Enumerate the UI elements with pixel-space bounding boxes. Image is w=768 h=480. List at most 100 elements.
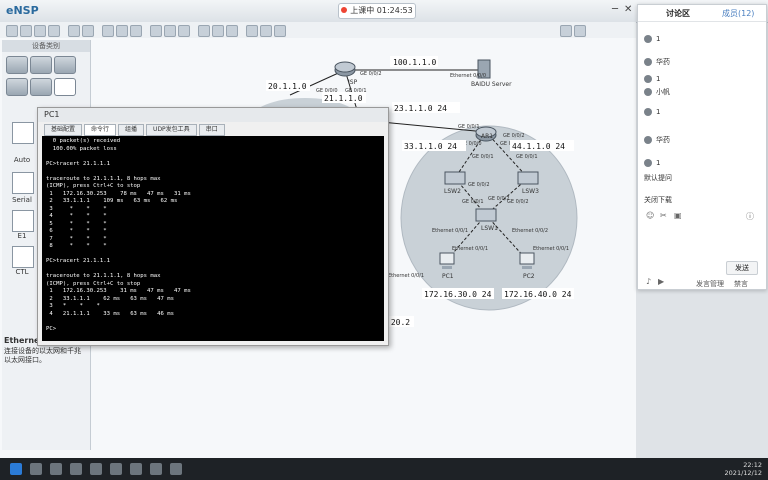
microphone-icon[interactable]: ♪ xyxy=(646,277,652,286)
cable-category-icon[interactable] xyxy=(54,78,76,96)
new-icon[interactable] xyxy=(6,25,18,37)
cloud-category-icon[interactable] xyxy=(30,78,52,96)
ctl-cable-icon[interactable] xyxy=(12,246,34,268)
select-icon[interactable] xyxy=(102,25,114,37)
isp-g002-port: GE 0/0/2 xyxy=(360,71,382,77)
tab-basic-config[interactable]: 基础配置 xyxy=(44,124,83,136)
isp-g000-port: GE 0/0/0 xyxy=(316,88,338,94)
app-logo: eNSP xyxy=(6,4,39,17)
chat-manage-link[interactable]: 发言管理 xyxy=(696,280,724,288)
ethernet-description: 连接设备的以太网和千兆以太网接口。 xyxy=(4,347,81,364)
app-icon[interactable] xyxy=(150,463,162,475)
emoji-icon[interactable]: ☺ xyxy=(646,211,655,220)
ip-bg-isp-left xyxy=(266,80,310,91)
console-area[interactable]: 0 packet(s) received 100.00% packet loss… xyxy=(42,136,384,341)
ip-bg-pc2-net xyxy=(502,288,574,299)
e1-cable-icon[interactable] xyxy=(12,210,34,232)
text-icon[interactable] xyxy=(150,25,162,37)
redo-icon[interactable] xyxy=(82,25,94,37)
save-icon[interactable] xyxy=(34,25,46,37)
ar1-router-icon xyxy=(475,126,497,142)
hand-icon[interactable] xyxy=(116,25,128,37)
minimize-icon[interactable]: ─ xyxy=(612,4,619,15)
browser-icon[interactable] xyxy=(70,463,82,475)
chat-text: 关闭下载 xyxy=(644,196,672,204)
tab-udp-tool[interactable]: UDP发包工具 xyxy=(146,124,197,136)
router-category-icon[interactable] xyxy=(6,56,28,74)
pc-category-icon[interactable] xyxy=(6,78,28,96)
ellipse-icon[interactable] xyxy=(178,25,190,37)
chat-text: 默认提问 xyxy=(644,174,672,182)
task-view-icon[interactable] xyxy=(50,463,62,475)
info-icon[interactable]: ⓘ xyxy=(746,212,754,221)
auto-label: Auto xyxy=(13,156,31,164)
start-icon[interactable] xyxy=(198,25,210,37)
help-icon[interactable] xyxy=(274,25,286,37)
avatar xyxy=(644,35,652,43)
start-menu-icon[interactable] xyxy=(10,463,22,475)
isp-g001-port: GE 0/0/1 xyxy=(345,88,367,94)
switch-category-icon[interactable] xyxy=(30,56,52,74)
topology-icon[interactable] xyxy=(246,25,258,37)
tab-members[interactable]: 成员(12) xyxy=(722,9,755,18)
tab-multicast[interactable]: 组播 xyxy=(118,124,145,136)
app-icon[interactable] xyxy=(110,463,122,475)
auto-cable-icon[interactable] xyxy=(12,122,34,144)
lsw3-g001-port: GE 0/0/1 xyxy=(516,154,538,160)
ip-ar-left: 33.1.1.0 24 xyxy=(404,142,457,151)
serial-cable-icon[interactable] xyxy=(12,172,34,194)
chat-message: 1 xyxy=(644,108,660,116)
server-label: BAIDU Server xyxy=(471,81,512,88)
ip-bg-partial xyxy=(384,316,414,327)
pc2-eth-port: Ethernet 0/0/1 xyxy=(533,246,569,252)
ar-g002-port: GE 0/0/2 xyxy=(503,133,525,139)
chat-message: 1 xyxy=(644,159,660,167)
lsw3-g002-port: GE 0/0/2 xyxy=(507,199,529,205)
ar1-label: AR1 xyxy=(481,133,493,140)
ip-isp-server: 100.1.1.0 xyxy=(393,58,437,67)
capture-icon[interactable] xyxy=(226,25,238,37)
mute-link[interactable]: 禁言 xyxy=(734,280,748,288)
hidden-eth-port: Ethernet 0/0/1 xyxy=(388,273,424,279)
tab-command-line[interactable]: 命令行 xyxy=(84,124,117,136)
explorer-icon[interactable] xyxy=(90,463,102,475)
rect-icon[interactable] xyxy=(164,25,176,37)
delete-icon[interactable] xyxy=(130,25,142,37)
lsw1-eth2-port: Ethernet 0/0/2 xyxy=(512,228,548,234)
search-icon[interactable] xyxy=(30,463,42,475)
ip-bg-isp-server xyxy=(390,56,438,67)
print-icon[interactable] xyxy=(48,25,60,37)
ip-pc1-net: 172.16.30.0 24 xyxy=(424,290,492,299)
app-icon[interactable] xyxy=(130,463,142,475)
e1-label: E1 xyxy=(17,232,27,240)
settings-icon[interactable] xyxy=(260,25,272,37)
wlan-category-icon[interactable] xyxy=(54,56,76,74)
recording-indicator[interactable]: 上课中 01:24:53 xyxy=(338,3,416,19)
ip-bg-pc1-net xyxy=(422,288,494,299)
send-button[interactable]: 发送 xyxy=(726,261,758,275)
ip-ar-right: 44.1.1.0 24 xyxy=(512,142,565,151)
tab-discussion[interactable]: 讨论区 xyxy=(666,9,690,18)
image-icon[interactable]: ▣ xyxy=(674,211,682,220)
ip-bg-ar-right xyxy=(510,140,574,151)
huawei-icon[interactable] xyxy=(560,25,572,37)
lsw1-switch-icon xyxy=(475,208,497,222)
open-icon[interactable] xyxy=(20,25,32,37)
server-eth-port: Ethernet 0/0/0 xyxy=(450,73,486,79)
chat-message: 1 xyxy=(644,75,660,83)
ethernet-title: Ethernet xyxy=(4,336,44,345)
tab-serial[interactable]: 串口 xyxy=(198,124,225,136)
pc1-eth-port: Ethernet 0/0/1 xyxy=(452,246,488,252)
play-icon[interactable]: ▶ xyxy=(658,277,665,286)
chat-text: 1 xyxy=(656,35,661,43)
ip-bg-ar-left xyxy=(402,140,466,151)
stop-icon[interactable] xyxy=(212,25,224,37)
close-icon[interactable]: ✕ xyxy=(624,4,633,15)
undo-icon[interactable] xyxy=(68,25,80,37)
scissors-icon[interactable]: ✂ xyxy=(660,211,667,220)
avatar xyxy=(644,108,652,116)
menu-icon[interactable] xyxy=(574,25,586,37)
app-icon[interactable] xyxy=(170,463,182,475)
